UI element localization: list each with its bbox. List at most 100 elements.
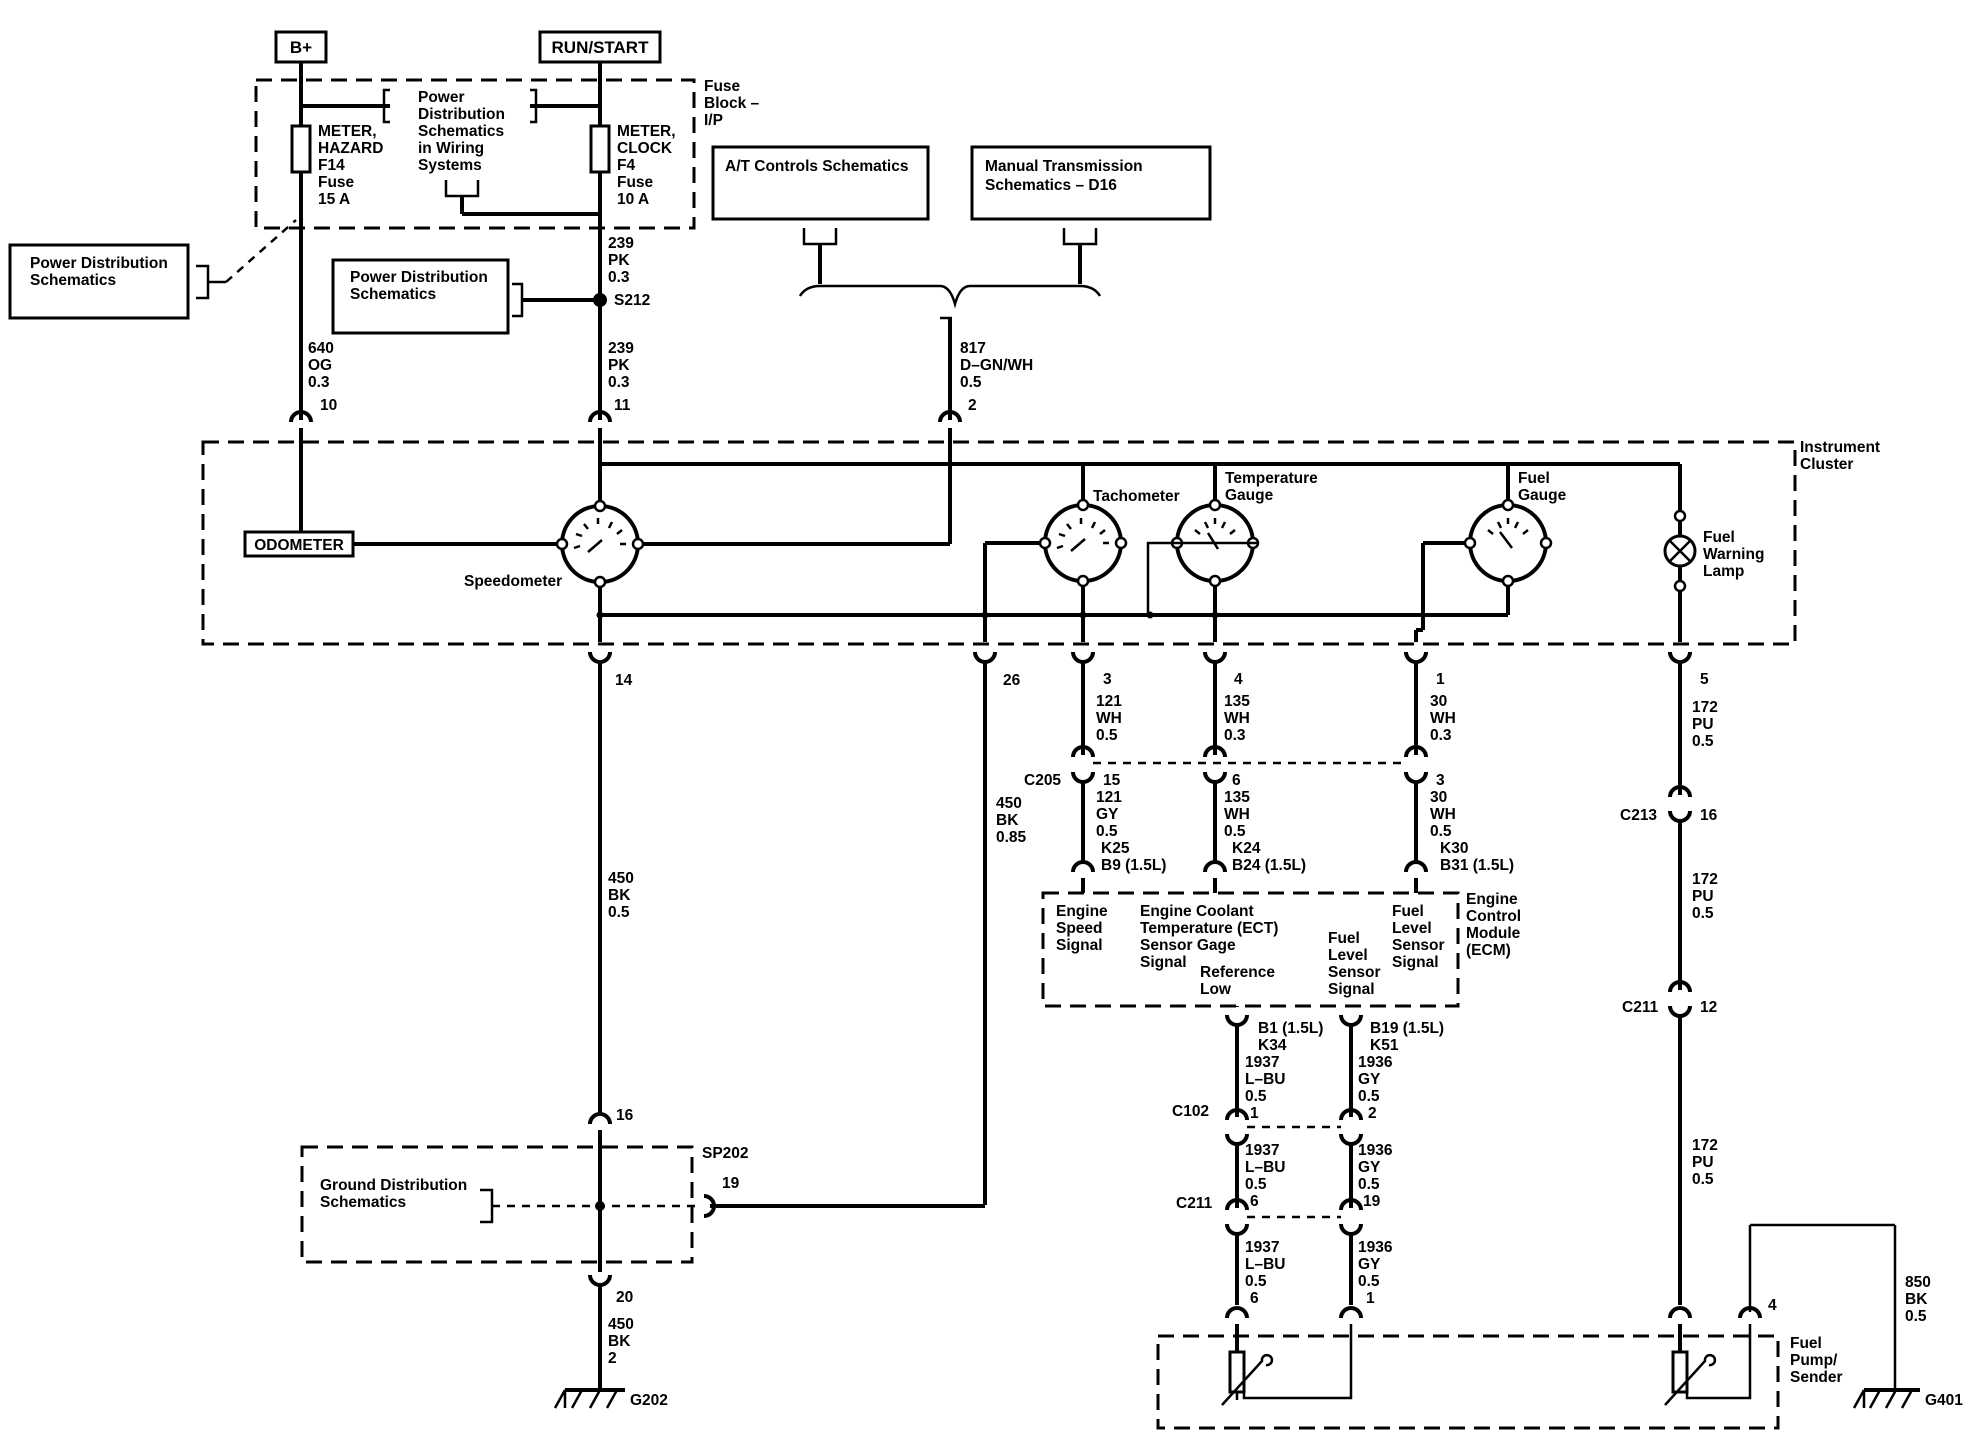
svg-text:135: 135 bbox=[1224, 789, 1250, 806]
pd-schematics-mid-box bbox=[331, 258, 510, 335]
svg-text:Schematics: Schematics bbox=[350, 286, 436, 303]
manual-trans-box bbox=[970, 145, 1212, 221]
svg-text:BK: BK bbox=[608, 887, 631, 904]
svg-text:12: 12 bbox=[1700, 999, 1717, 1016]
wire-121-mid: 15 121 GY 0.5 K25 B9 (1.5L) bbox=[1096, 772, 1166, 874]
wire-450-main: 450 BK 0.5 bbox=[608, 870, 634, 921]
ground-g202: G202 bbox=[553, 1388, 668, 1409]
svg-text:Schematics: Schematics bbox=[418, 123, 504, 140]
svg-text:4: 4 bbox=[1768, 1297, 1777, 1314]
svg-text:2: 2 bbox=[968, 397, 977, 414]
wire-817: 817 D–GN/WH 0.5 2 bbox=[960, 340, 1033, 414]
svg-text:135: 135 bbox=[1224, 693, 1250, 710]
svg-text:G202: G202 bbox=[630, 1392, 668, 1409]
svg-text:Signal: Signal bbox=[1140, 954, 1187, 971]
svg-text:Signal: Signal bbox=[1392, 954, 1439, 971]
wire-172-top: 5 172 PU 0.5 bbox=[1692, 671, 1718, 750]
svg-text:C102: C102 bbox=[1172, 1103, 1209, 1120]
svg-text:239: 239 bbox=[608, 235, 634, 252]
speedometer-label: Speedometer bbox=[464, 573, 562, 590]
svg-text:Fuel: Fuel bbox=[1328, 930, 1360, 947]
svg-text:Temperature (ECT): Temperature (ECT) bbox=[1140, 920, 1278, 937]
svg-text:Systems: Systems bbox=[418, 157, 482, 174]
svg-text:6: 6 bbox=[1232, 772, 1241, 789]
svg-text:PU: PU bbox=[1692, 1154, 1714, 1171]
svg-text:OG: OG bbox=[308, 357, 332, 374]
svg-text:10 A: 10 A bbox=[617, 191, 649, 208]
svg-text:0.5: 0.5 bbox=[1692, 905, 1714, 922]
connector-c213: C213 16 bbox=[1620, 785, 1718, 824]
svg-text:Fuel: Fuel bbox=[1703, 529, 1735, 546]
svg-text:1936: 1936 bbox=[1358, 1142, 1393, 1159]
connector-arcs-pump-left bbox=[1225, 1306, 1363, 1319]
svg-text:10: 10 bbox=[320, 397, 337, 414]
svg-text:1937: 1937 bbox=[1245, 1054, 1279, 1071]
svg-text:2: 2 bbox=[608, 1350, 617, 1367]
ecm-reference-low: Reference Low bbox=[1200, 964, 1275, 998]
svg-text:Fuse: Fuse bbox=[704, 78, 741, 95]
wire-172-mid: 172 PU 0.5 bbox=[1692, 871, 1718, 922]
fuse-f4 bbox=[589, 124, 611, 174]
tachometer-label: Tachometer bbox=[1093, 488, 1180, 505]
connector-c102: C102 bbox=[1172, 1103, 1363, 1146]
tachometer-gauge bbox=[1038, 498, 1128, 588]
svg-text:Engine Coolant: Engine Coolant bbox=[1140, 903, 1254, 920]
ecm-boundary bbox=[1041, 891, 1460, 1008]
svg-text:450: 450 bbox=[996, 795, 1022, 812]
power-source-bplus: B+ bbox=[274, 30, 328, 64]
svg-text:HAZARD: HAZARD bbox=[318, 140, 383, 157]
svg-text:0.5: 0.5 bbox=[1905, 1308, 1927, 1325]
svg-text:0.3: 0.3 bbox=[608, 374, 630, 391]
svg-text:1: 1 bbox=[1366, 1290, 1375, 1307]
svg-text:K30: K30 bbox=[1440, 840, 1468, 857]
svg-text:3: 3 bbox=[1103, 671, 1112, 688]
svg-text:K24: K24 bbox=[1232, 840, 1261, 857]
wire-121-top: 3 121 WH 0.5 bbox=[1096, 671, 1122, 744]
connector-c211-upper: C211 12 bbox=[1622, 980, 1717, 1018]
instrument-cluster-label: Instrument Cluster bbox=[1800, 439, 1880, 473]
wire-135-top: 4 135 WH 0.3 bbox=[1224, 671, 1250, 744]
svg-text:19: 19 bbox=[722, 1175, 740, 1192]
svg-text:Gauge: Gauge bbox=[1518, 487, 1567, 504]
svg-text:BK: BK bbox=[608, 1333, 631, 1350]
svg-text:Engine: Engine bbox=[1466, 891, 1518, 908]
sp202-boundary bbox=[300, 1145, 694, 1264]
pd-schematics-left-box bbox=[8, 243, 190, 320]
svg-text:0.5: 0.5 bbox=[1245, 1088, 1267, 1105]
svg-text:Sensor: Sensor bbox=[1392, 937, 1445, 954]
svg-text:L–BU: L–BU bbox=[1245, 1256, 1285, 1273]
svg-text:26: 26 bbox=[1003, 672, 1021, 689]
svg-text:Schematics: Schematics bbox=[320, 1194, 406, 1211]
svg-text:BK: BK bbox=[1905, 1291, 1928, 1308]
svg-text:450: 450 bbox=[608, 870, 634, 887]
instrument-cluster-boundary bbox=[201, 440, 1797, 646]
svg-text:WH: WH bbox=[1430, 710, 1456, 727]
odometer: ODOMETER bbox=[243, 530, 355, 558]
svg-text:ODOMETER: ODOMETER bbox=[254, 537, 344, 554]
svg-text:Module: Module bbox=[1466, 925, 1521, 942]
svg-text:Power: Power bbox=[418, 89, 465, 106]
svg-text:Signal: Signal bbox=[1328, 981, 1375, 998]
svg-text:121: 121 bbox=[1096, 693, 1122, 710]
svg-text:0.5: 0.5 bbox=[1358, 1176, 1380, 1193]
svg-text:0.5: 0.5 bbox=[1096, 727, 1118, 744]
wire-239-top: 239 PK 0.3 S212 bbox=[608, 235, 650, 309]
wire-172-bottom: 172 PU 0.5 bbox=[1692, 1137, 1718, 1188]
ecm-fuel-level-sensor-signal-2: Fuel Level Sensor Signal bbox=[1392, 903, 1445, 971]
wire-850: 850 BK 0.5 bbox=[1905, 1274, 1931, 1325]
fuel-level-sender-left bbox=[1221, 1324, 1274, 1406]
svg-text:1937: 1937 bbox=[1245, 1239, 1279, 1256]
svg-text:Distribution: Distribution bbox=[418, 106, 505, 123]
svg-text:WH: WH bbox=[1096, 710, 1122, 727]
svg-text:GY: GY bbox=[1358, 1071, 1381, 1088]
at-controls-box bbox=[711, 145, 930, 221]
wire-1937-top: B1 (1.5L) K34 1937 L–BU 0.5 1 bbox=[1245, 1020, 1323, 1122]
svg-text:0.5: 0.5 bbox=[1245, 1273, 1267, 1290]
svg-text:CLOCK: CLOCK bbox=[617, 140, 673, 157]
svg-text:B19 (1.5L): B19 (1.5L) bbox=[1370, 1020, 1444, 1037]
svg-text:Signal: Signal bbox=[1056, 937, 1103, 954]
svg-text:Block –: Block – bbox=[704, 95, 760, 112]
svg-text:1936: 1936 bbox=[1358, 1054, 1393, 1071]
wire-1937-mid: 1937 L–BU 0.5 6 bbox=[1245, 1142, 1285, 1210]
